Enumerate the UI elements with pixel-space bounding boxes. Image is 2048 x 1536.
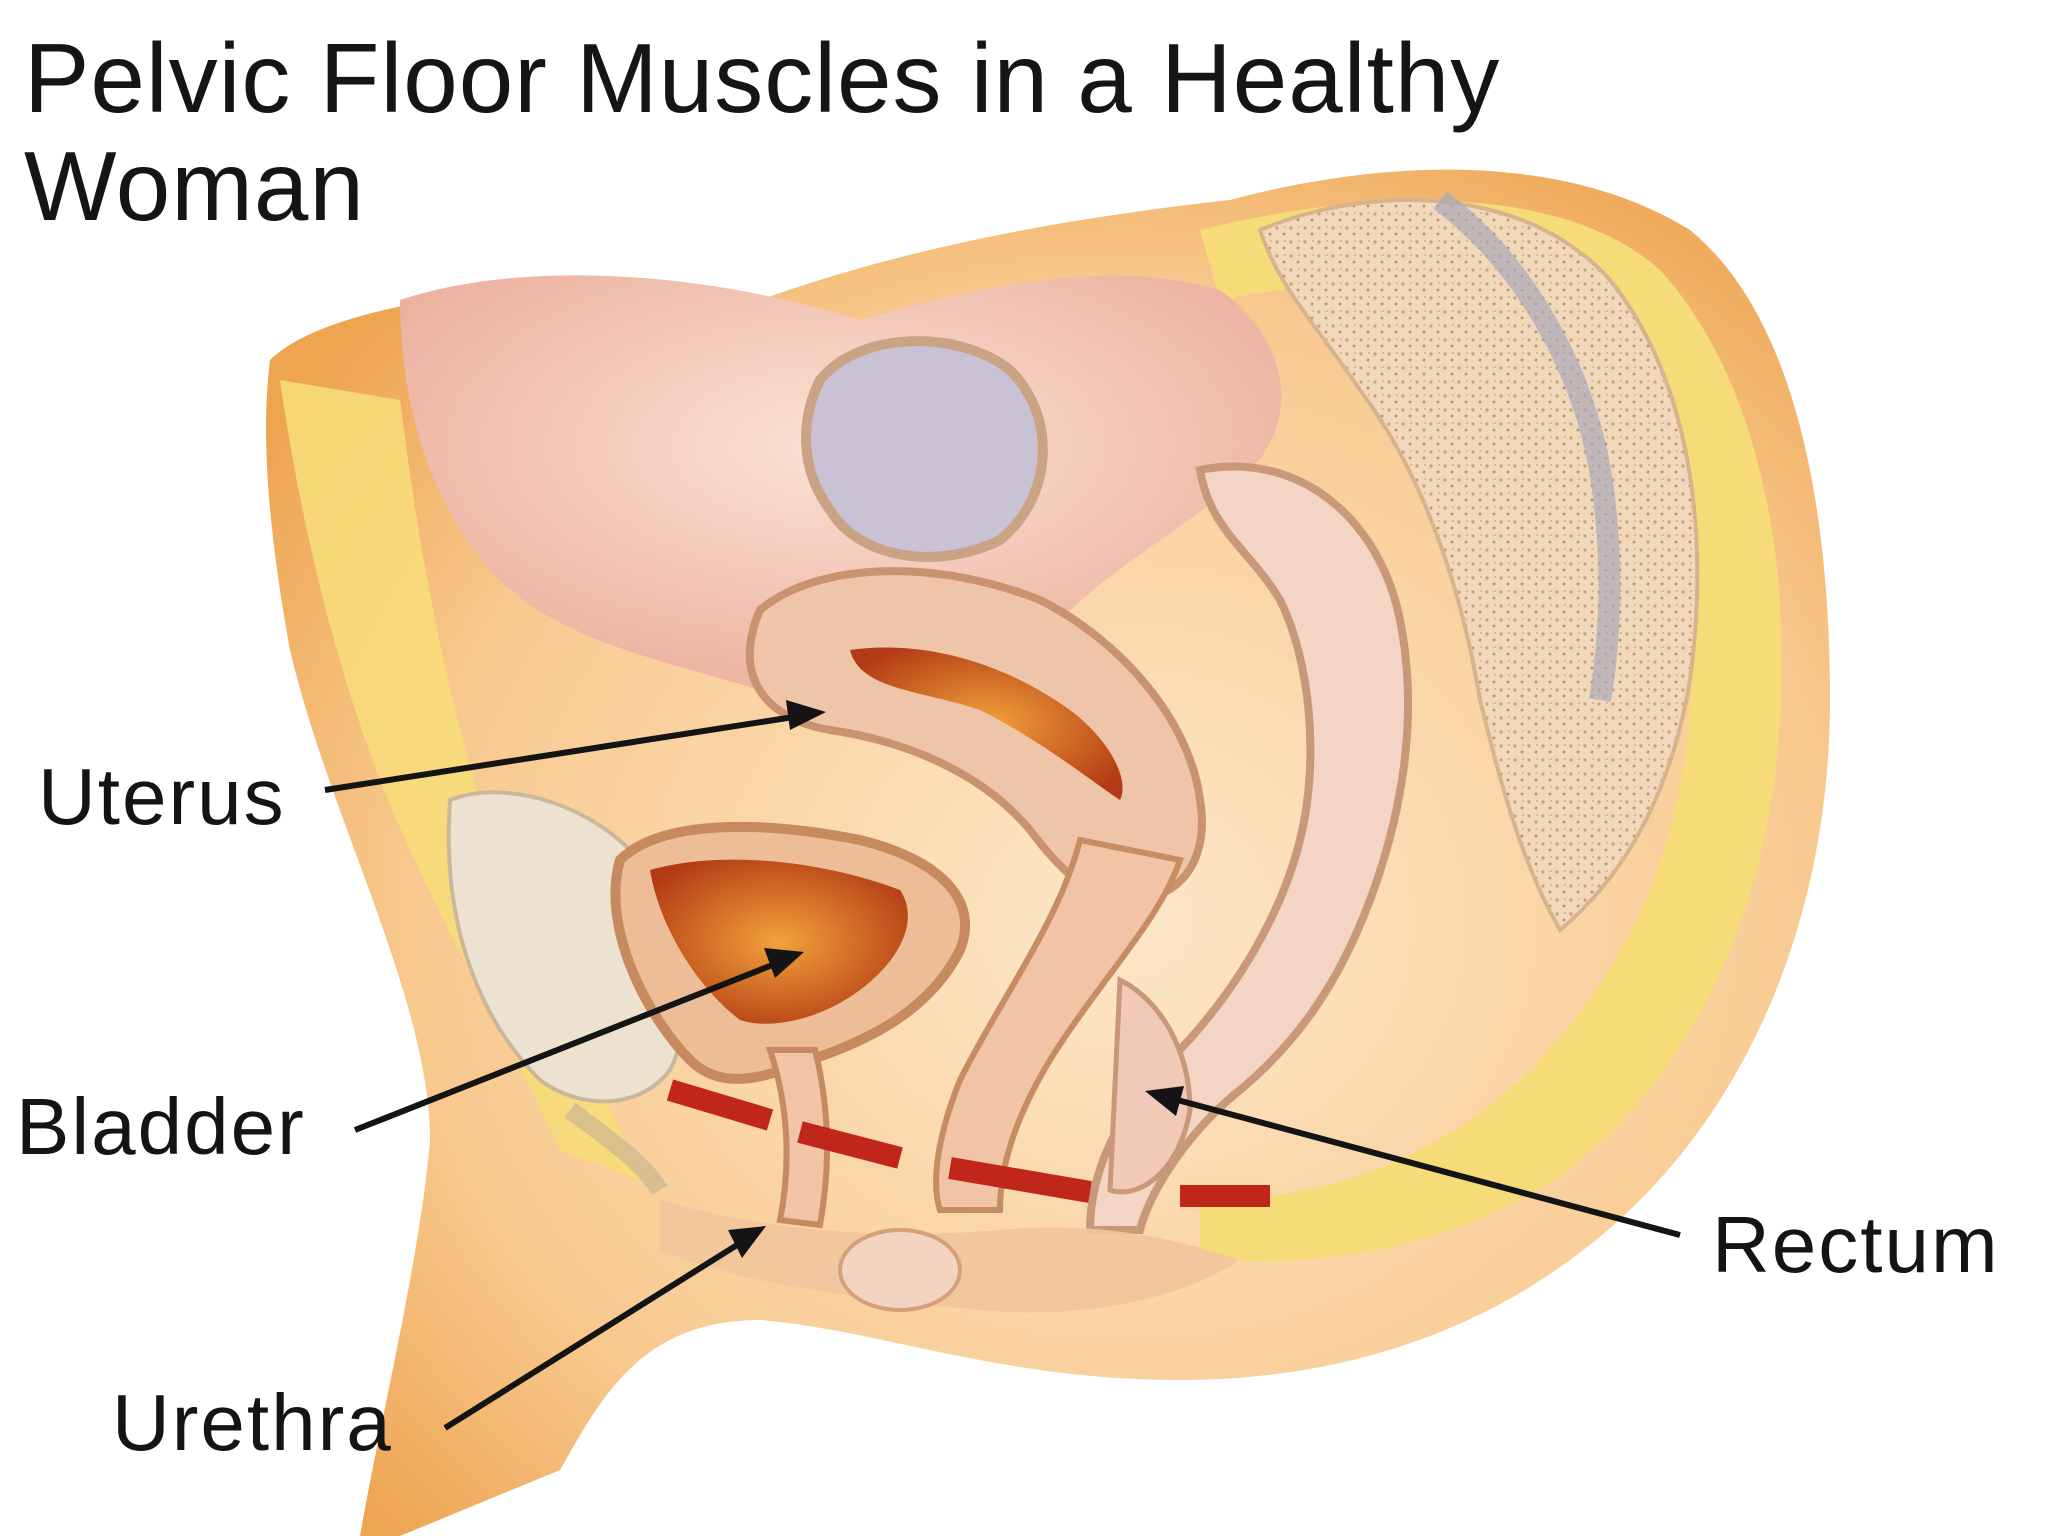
leader-lines (324, 713, 1681, 1431)
uterine-cavity (850, 647, 1123, 800)
ovary (801, 336, 1048, 562)
uterus-arrowhead (786, 700, 826, 730)
diagram-title: Pelvic Floor Muscles in a Healthy Woman (24, 23, 1501, 241)
pelvic-floor-muscle-line (666, 1079, 1270, 1207)
urethra-arrowhead (728, 1226, 766, 1258)
urethra-arrow-line (443, 1237, 747, 1431)
bladder-cavity (650, 859, 908, 1024)
rectum-label: Rectum (1712, 1200, 2000, 1289)
bladder-arrowhead (764, 948, 804, 978)
uterus-arrow-line (324, 713, 801, 793)
vagina-canal (933, 836, 1184, 1213)
vaginal-opening (838, 1228, 962, 1312)
rectum-organ (1085, 462, 1413, 1234)
urethra-organ (765, 1047, 830, 1229)
arrowheads (728, 700, 1184, 1258)
sacrum-bone (1257, 198, 1700, 934)
spinal-canal (1433, 191, 1621, 702)
rectum-arrowhead (1145, 1086, 1184, 1116)
rectum-fold (1107, 976, 1193, 1195)
posterior-fat-layer (1200, 200, 1782, 1262)
bladder-label: Bladder (16, 1082, 306, 1171)
bladder-arrow-line (353, 959, 782, 1133)
uterus-label: Uterus (38, 752, 286, 841)
urethra-label: Urethra (112, 1378, 393, 1467)
pubic-bone-lower (564, 1102, 668, 1196)
rectum-arrow-line (1169, 1095, 1681, 1238)
